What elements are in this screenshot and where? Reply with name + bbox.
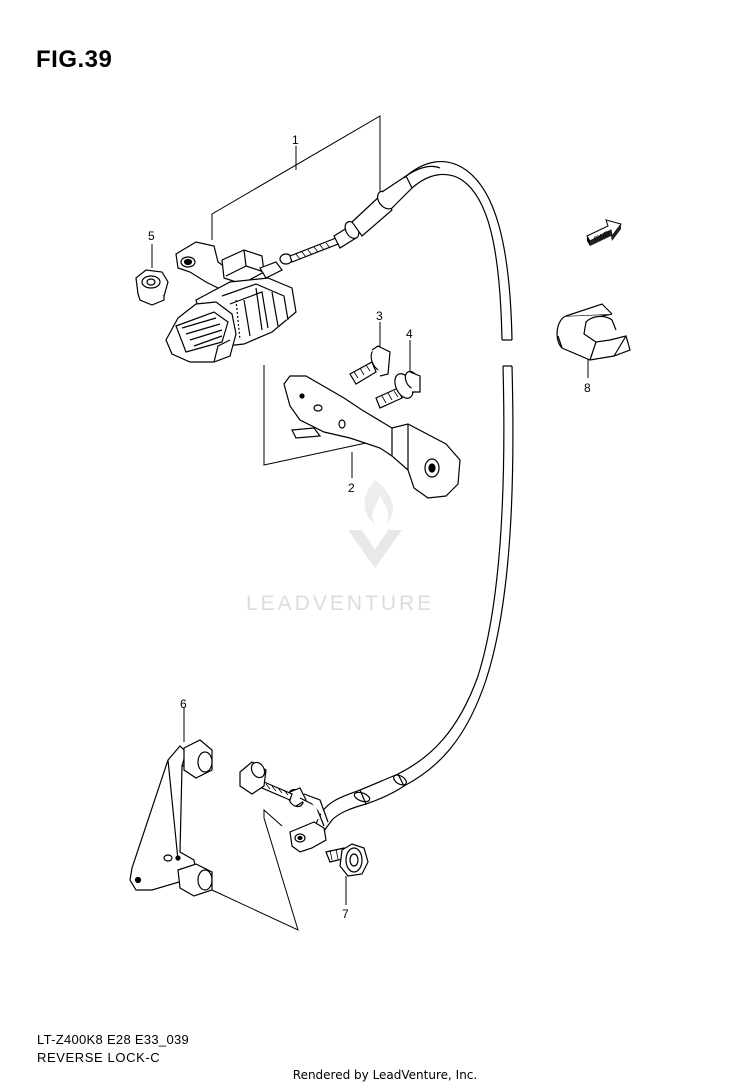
part-7-bolt [325,843,369,877]
watermark-logo [348,480,402,568]
part-4-screw-washer [375,370,421,409]
callout-8: 8 [584,381,591,395]
cable-bottom-fitting [239,761,329,853]
callout-1: 1 [292,133,299,147]
callout-labels: 1 5 3 4 2 8 6 7 [148,133,591,921]
group-bracket-6 [211,808,299,931]
callout-6: 6 [180,697,187,711]
part-8-clamp [556,303,631,361]
part-1-lever-assembly [165,241,297,363]
section-name: REVERSE LOCK-C [37,1050,161,1065]
render-credit: Rendered by LeadVenture, Inc. [292,1068,478,1082]
callout-7: 7 [342,907,349,921]
callout-4: 4 [406,327,413,341]
figure-title: FIG.39 [36,46,113,73]
watermark-text: LEADVENTURE [246,592,434,615]
part-5-nut [135,269,169,306]
model-code: LT-Z400K8 E28 E33_039 [37,1032,190,1047]
cable-outer-top [403,161,513,341]
callout-3: 3 [376,309,383,323]
part-6-lever-bracket [129,739,213,897]
fwd-arrow-icon: FWD [586,219,622,246]
part-2-plate [283,375,461,499]
part-3-screw [349,345,391,385]
cable-inner-wire-top [279,165,441,265]
callout-5: 5 [148,229,155,243]
callout-2: 2 [348,481,355,495]
